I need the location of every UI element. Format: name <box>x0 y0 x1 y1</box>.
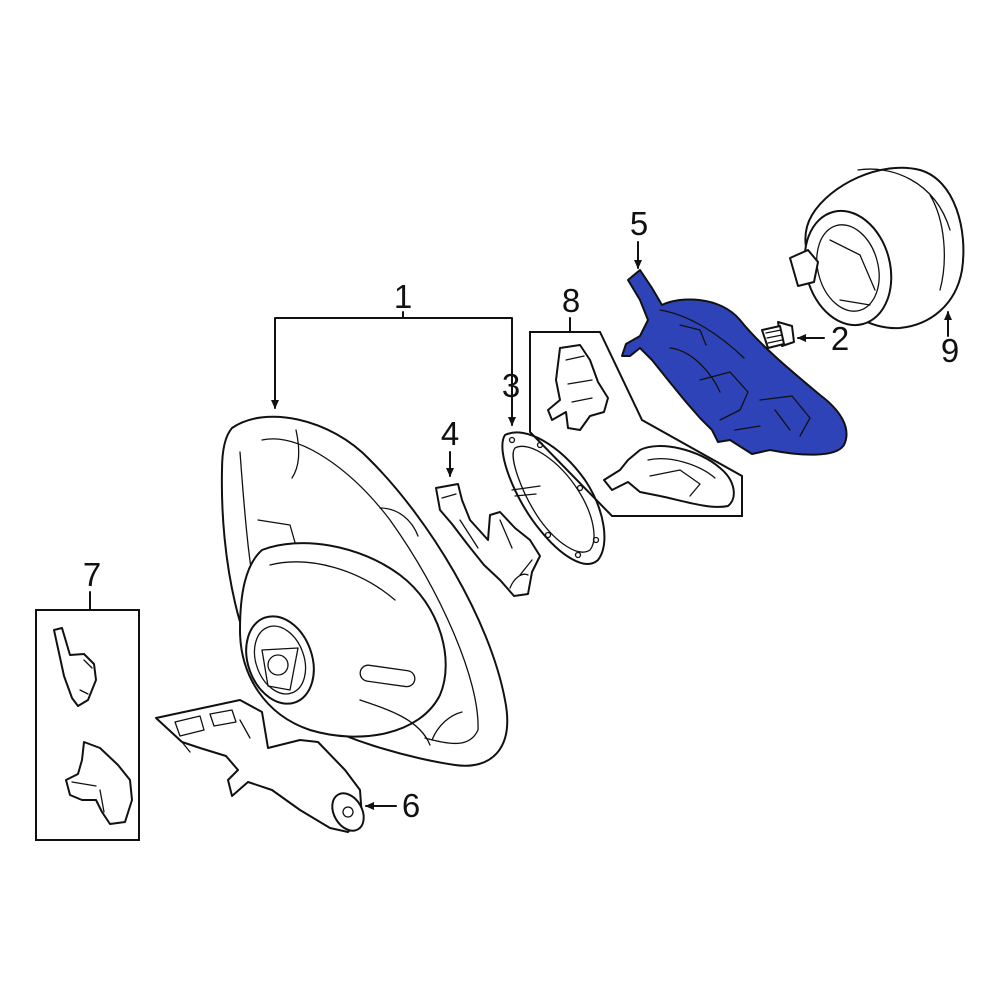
part-8-switch-assemblies[interactable] <box>529 331 743 517</box>
callout-4: 4 <box>441 415 459 452</box>
callout-6: 6 <box>402 787 420 824</box>
callout-9: 9 <box>941 332 959 369</box>
callout-2: 2 <box>831 320 849 357</box>
part-3-back-plate[interactable] <box>501 431 606 565</box>
part-2-bolt[interactable] <box>761 321 795 349</box>
callout-3: 3 <box>502 367 520 404</box>
part-5-switch-housing[interactable] <box>621 269 848 456</box>
leader-lines <box>89 241 952 810</box>
callout-8: 8 <box>562 282 580 319</box>
part-9-clock-spring[interactable] <box>789 166 965 335</box>
callout-1: 1 <box>394 278 412 315</box>
callout-5: 5 <box>630 205 648 242</box>
part-4-bracket[interactable] <box>435 483 541 597</box>
part-1-steering-wheel[interactable] <box>220 415 509 767</box>
callout-labels: 1 2 3 4 5 6 7 8 9 <box>83 205 959 824</box>
callout-7: 7 <box>83 556 101 593</box>
part-6-lower-cover[interactable] <box>155 699 370 836</box>
part-7-paddle-switches[interactable] <box>35 609 140 841</box>
